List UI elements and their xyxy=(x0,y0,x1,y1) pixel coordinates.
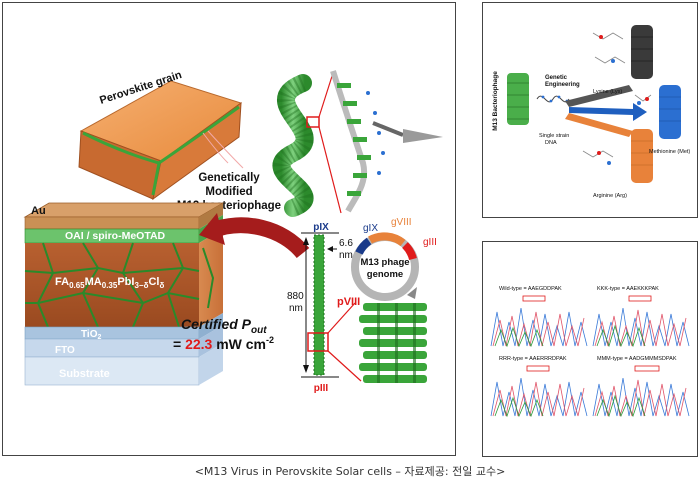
gm-label-line1: Genetically xyxy=(198,172,260,184)
sequencing-figure: Wild-type = AAEGDDPAK KKK-type = AAEKKKP… xyxy=(490,286,690,418)
wild-type-label: Wild-type = AAEGDDPAK xyxy=(499,286,562,292)
red-curved-arrow xyxy=(199,213,310,259)
coiled-phage-illustration xyxy=(272,72,342,217)
layer-tio2-label: TiO2 xyxy=(81,329,101,341)
main-figure-panel: Perovskite grain Genetica xyxy=(2,2,456,456)
layer-perovskite-formula: FA0.65MA0.35PbI3−δClδ xyxy=(55,276,164,290)
chromatogram-kkk xyxy=(592,295,690,348)
layer-fto-label: FTO xyxy=(55,345,75,356)
sequencing-panel: Wild-type = AAEGDDPAK KKK-type = AAEKKKP… xyxy=(482,241,698,457)
certified-pout-label: Certified Pout xyxy=(181,316,267,336)
dim-6.6-value: 6.6 xyxy=(339,238,353,249)
giii-label: gIII xyxy=(423,237,437,248)
rrr-type-label: RRR-type = AAERRRDPAK xyxy=(499,356,567,362)
layer-substrate-label: Substrate xyxy=(59,368,110,380)
arginine-label: Arginine (Arg) xyxy=(593,193,627,199)
dim-6.6-unit: nm xyxy=(339,250,353,261)
vertical-phage-illustration xyxy=(301,232,362,382)
methionine-label: Methionine (Met) xyxy=(649,149,690,155)
certified-pout-value: = 22.3 mW cm-2 xyxy=(173,335,274,352)
chromatogram-wild xyxy=(490,295,588,348)
figure-caption: <M13 Virus in Perovskite Solar cells – 자… xyxy=(194,465,506,478)
layer-oai-label: OAI / spiro-MeOTAD xyxy=(65,230,166,242)
protein-coat-zoom xyxy=(359,303,427,383)
chromatogram-rrr xyxy=(490,365,588,418)
dim-880-value: 880 xyxy=(287,291,304,302)
solar-cell-stack xyxy=(23,202,225,386)
perovskite-grain-illustration xyxy=(78,80,244,201)
pviii-label: pVIII xyxy=(337,296,360,308)
lysine-label: Lysine (Lys) xyxy=(593,89,622,95)
genome-label-line2: genome xyxy=(367,269,403,280)
layer-au-label: Au xyxy=(31,205,46,217)
dim-880-unit: nm xyxy=(289,303,303,314)
m13-vertical-label: M13 Bacteriophage xyxy=(492,71,499,131)
genetic-label-line2: Engineering xyxy=(545,82,580,88)
main-figure: Perovskite grain Genetica xyxy=(23,69,443,394)
gm-label-line2: Modified xyxy=(205,186,252,198)
gix-label: gIX xyxy=(363,223,378,234)
mmm-type-label: MMM-type = AADGMMMSDPAK xyxy=(597,356,677,362)
kkk-type-label: KKK-type = AAEKKKPAK xyxy=(597,286,659,292)
genome-label-line1: M13 phage xyxy=(360,257,409,268)
protein-strand-zoom xyxy=(330,70,443,213)
pix-label: pIX xyxy=(313,222,329,233)
genetic-engineering-panel: M13 Bacteriophage Genetic Engineering Si… xyxy=(482,2,698,218)
ssdna-label-line2: DNA xyxy=(545,140,557,146)
gviii-label: gVIII xyxy=(391,217,412,228)
chromatogram-mmm xyxy=(592,365,690,418)
genome-ring xyxy=(351,232,419,301)
piii-label: pIII xyxy=(314,383,329,394)
genetic-label-line1: Genetic xyxy=(545,75,568,81)
genetic-engineering-figure: M13 Bacteriophage Genetic Engineering Si… xyxy=(492,25,690,199)
ssdna-label-line1: Single strain xyxy=(539,133,569,139)
